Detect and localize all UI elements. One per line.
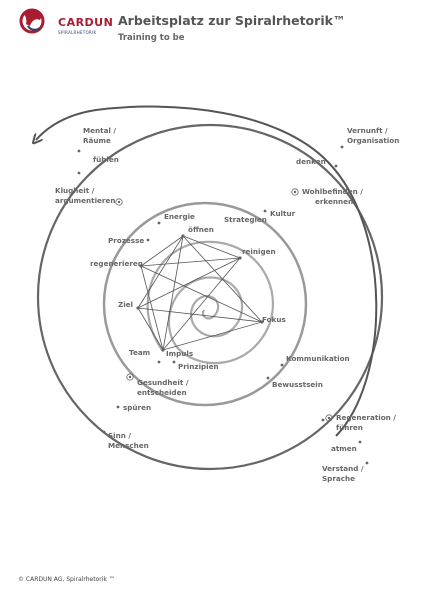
label-bewusstsein: Bewusstsein (272, 380, 323, 389)
label-sprache: Sprache (322, 474, 355, 483)
label-regenerieren: regenerieren (90, 259, 143, 268)
logo-name: CARDUN (58, 16, 114, 29)
label-organisation: Organisation (347, 136, 399, 145)
dot-kommunikation (280, 363, 284, 367)
middle-circle (102, 201, 308, 407)
label-entscheiden: entscheiden (137, 388, 187, 397)
label-spueren: spüren (123, 403, 151, 412)
page-subtitle: Training to be (118, 33, 185, 43)
label-argumentieren: argumentieren (55, 196, 115, 205)
label-prozesse: Prozesse (108, 236, 144, 245)
dot-bewusstsein (266, 376, 270, 380)
label-erkennen: erkennen (315, 197, 353, 206)
dot-atmen (358, 440, 362, 444)
inner-spiral (146, 240, 274, 365)
label-impuls: Impuls (166, 349, 193, 358)
dot-fuehlen (77, 171, 81, 175)
dot-reinigen (238, 256, 242, 260)
dot-regenerieren (139, 264, 143, 268)
label-denken: denken (296, 157, 326, 166)
outer-spiral-arrow (36, 105, 378, 437)
label-regeneration: Regeneration / (336, 413, 396, 422)
label-prinzipien: Prinzipien (178, 362, 219, 371)
dot-kultur (263, 209, 267, 213)
dot-prozesse (146, 238, 150, 242)
label-klugheit: Klugheit / (55, 186, 95, 195)
dot-prinzipien (172, 360, 176, 364)
label-fokus: Fokus (262, 315, 286, 324)
dot-denken (334, 164, 338, 168)
star-lines (137, 235, 263, 351)
label-fuehren: führen (336, 423, 363, 432)
outer-circle (36, 123, 384, 471)
dot-verstand (365, 461, 369, 465)
label-oeffnen: öffnen (188, 225, 214, 234)
label-mental: Mental / (83, 126, 116, 135)
target-markers (115, 188, 333, 422)
logo-subtitle: SPIRALRHETORIK (58, 30, 97, 35)
dot-ziel (136, 306, 140, 310)
label-kultur: Kultur (270, 209, 296, 218)
dot-mental (77, 149, 81, 153)
label-fuehlen: fühlen (93, 155, 119, 164)
label-kommunikation: Kommunikation (286, 354, 350, 363)
dot-oeffnen (181, 234, 185, 238)
label-sinn: Sinn / (108, 431, 131, 440)
dot-team (157, 360, 161, 364)
label-dots (77, 145, 369, 465)
horse-logo-icon (19, 8, 45, 34)
target-klugheit-icon (115, 198, 123, 206)
label-raeume: Räume (83, 136, 111, 145)
label-wohlbefinden: Wohlbefinden / (302, 187, 363, 196)
label-ziel: Ziel (118, 300, 133, 309)
dot-energie (157, 221, 161, 225)
label-gesundheit: Gesundheit / (137, 378, 189, 387)
header: CARDUN SPIRALRHETORIK Arbeitsplatz zur S… (0, 0, 424, 60)
copyright-footer: © CARDUN AG, Spiralrhetorik ™ (18, 576, 115, 583)
label-atmen: atmen (331, 444, 357, 453)
label-verstand: Verstand / (322, 464, 364, 473)
cardun-logo: CARDUN SPIRALRHETORIK (18, 8, 113, 35)
dot-spueren (116, 405, 120, 409)
label-vernunft: Vernunft / (347, 126, 388, 135)
dot-sinn (102, 430, 106, 434)
label-reinigen: reinigen (242, 247, 276, 256)
label-team: Team (129, 348, 150, 357)
dot-fokus (260, 320, 264, 324)
target-gesundheit-icon (126, 373, 134, 381)
label-strategien: Strategien (224, 215, 267, 224)
dot-vernunft (340, 145, 344, 149)
label-energie: Energie (164, 212, 195, 221)
dot-regeneration (321, 418, 325, 422)
page-title: Arbeitsplatz zur Spiralrhetorik™ (118, 13, 346, 28)
target-regeneration-icon (325, 414, 333, 422)
dot-impuls (161, 348, 165, 352)
label-menschen: Menschen (108, 441, 149, 450)
target-wohlbefinden-icon (291, 188, 299, 196)
